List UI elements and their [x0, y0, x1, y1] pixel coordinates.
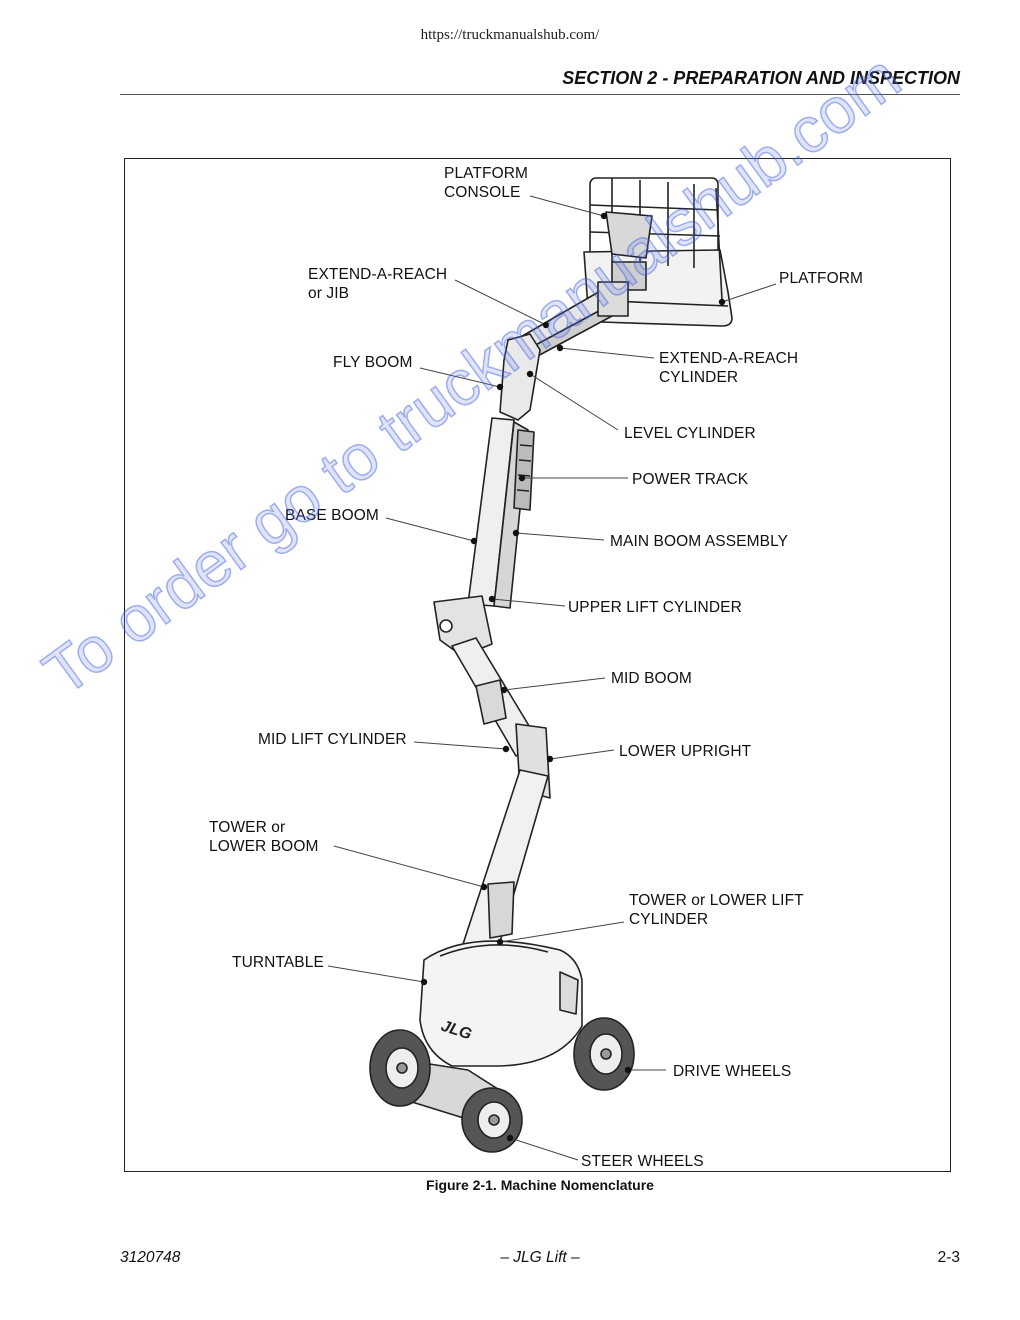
machine-illustration: JLG	[327, 177, 777, 1161]
figure-caption: Figure 2-1. Machine Nomenclature	[426, 1177, 654, 1193]
wheel-front-left	[461, 1087, 523, 1153]
label-fly-boom: FLY BOOM	[333, 354, 413, 371]
label-drive-wheels: DRIVE WHEELS	[673, 1063, 792, 1080]
turntable-body	[419, 940, 583, 1067]
label-platform: PLATFORM	[779, 270, 864, 287]
label-power-track: POWER TRACK	[632, 471, 749, 488]
label-mid-lift-cylinder: MID LIFT CYLINDER	[258, 731, 407, 748]
label-platform-console: PLATFORM CONSOLE	[444, 165, 529, 201]
label-steer-wheels: STEER WHEELS	[581, 1153, 704, 1170]
fly-boom	[499, 333, 541, 421]
label-level-cylinder: LEVEL CYLINDER	[624, 425, 756, 442]
source-url[interactable]: https://truckmanualshub.com/	[420, 27, 600, 43]
main-boom	[467, 417, 535, 609]
header-divider	[120, 94, 960, 95]
wheel-rear-right	[573, 1017, 635, 1091]
label-tower-lift-cylinder: TOWER or LOWER LIFT CYLINDER	[629, 892, 804, 928]
page-number: 2-3	[937, 1249, 960, 1266]
leader-lines	[327, 195, 777, 1161]
label-extend-a-reach-cylinder: EXTEND-A-REACH CYLINDER	[659, 350, 799, 386]
label-tower-or-lower-boom: TOWER or LOWER BOOM	[209, 819, 319, 855]
doc-number: 3120748	[120, 1249, 181, 1266]
label-lower-upright: LOWER UPRIGHT	[619, 743, 752, 760]
wheel-rear-left	[369, 1029, 431, 1107]
leader-dots	[420, 212, 726, 1142]
section-title: SECTION 2 - PREPARATION AND INSPECTION	[562, 68, 960, 88]
label-upper-lift-cylinder: UPPER LIFT CYLINDER	[568, 599, 742, 616]
label-turntable: TURNTABLE	[232, 954, 324, 971]
label-extend-a-reach: EXTEND-A-REACH or JIB	[308, 266, 448, 302]
footer-title: – JLG Lift –	[500, 1249, 580, 1266]
jib	[511, 281, 629, 359]
label-main-boom-assembly: MAIN BOOM ASSEMBLY	[610, 533, 789, 550]
label-base-boom: BASE BOOM	[285, 507, 379, 524]
platform-basket	[583, 177, 733, 327]
label-mid-boom: MID BOOM	[611, 670, 692, 687]
